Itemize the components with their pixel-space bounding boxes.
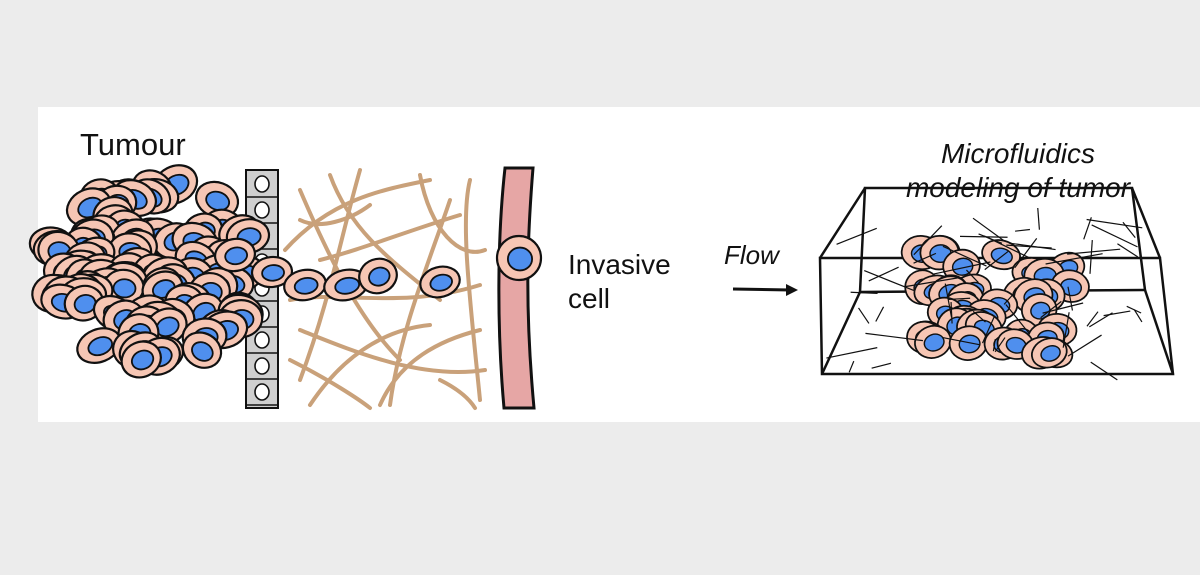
tumour-cell-cluster	[28, 164, 271, 379]
microfluidics-title: Microfluidics modeling of tumor	[880, 137, 1156, 205]
chip-cell	[1031, 337, 1068, 369]
migrating-cell	[419, 265, 461, 299]
microfluidics-title-line1: Microfluidics	[940, 138, 1096, 169]
invasive-cell-label: Invasive cell	[568, 248, 671, 316]
migrating-cells	[214, 237, 461, 302]
flow-label: Flow	[724, 240, 779, 270]
migrating-cell	[214, 237, 256, 273]
migrating-cell	[250, 255, 294, 289]
tumour-cell	[181, 331, 223, 369]
invasive-label-line2: cell	[568, 283, 611, 314]
chip-cell	[948, 325, 989, 361]
basement-membrane	[245, 169, 279, 409]
chip-cell	[914, 324, 952, 359]
vessel-cell	[495, 234, 543, 282]
invasive-label-line1: Invasive	[568, 249, 671, 280]
migrating-cell	[323, 268, 369, 302]
invasive-cell	[495, 234, 543, 282]
tumour-cell	[120, 340, 162, 379]
microfluidic-chip	[818, 186, 1175, 376]
flow-arrow-icon	[732, 284, 798, 296]
microfluidics-title-line2: modeling of tumor	[905, 172, 1131, 203]
blood-vessel	[497, 166, 536, 410]
chip-fibers	[826, 207, 1143, 381]
tumour-label: Tumour	[80, 127, 186, 162]
migrating-cell	[358, 257, 398, 295]
ecm-fibers	[283, 168, 487, 410]
tumour-cell	[76, 327, 122, 364]
